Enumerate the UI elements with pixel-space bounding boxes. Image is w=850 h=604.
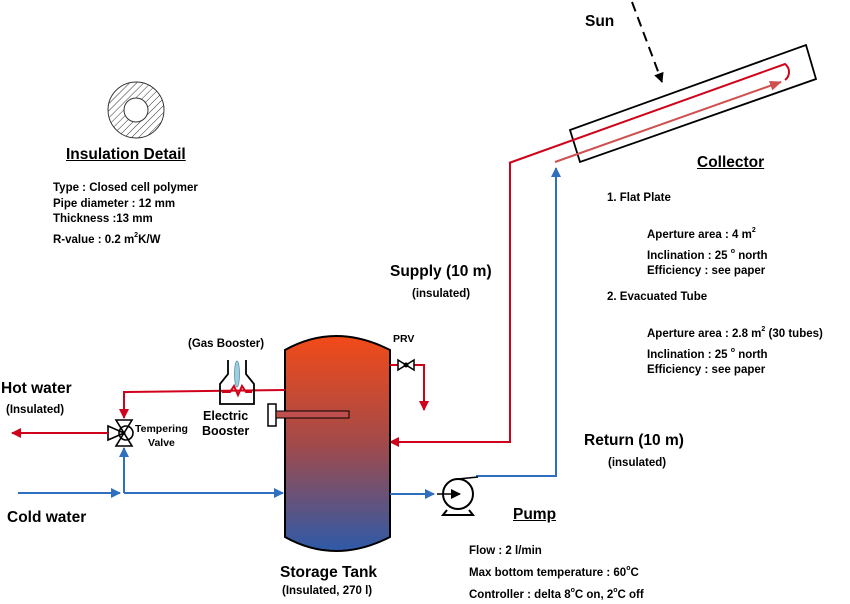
collector-option-specs: Aperture area : 2.8 m2 (30 tubes) Inclin… <box>647 326 823 376</box>
prv-label: PRV <box>393 333 415 345</box>
storage-tank-label: Storage Tank <box>280 564 378 581</box>
electric-heater-element <box>267 403 350 427</box>
pump-specs: Flow : 2 l/min Max bottom temperature : … <box>469 545 644 601</box>
insulation-title: Insulation Detail <box>66 146 186 163</box>
supply-label: Supply (10 m) <box>390 263 492 280</box>
hot-water-label: Hot water <box>1 380 72 397</box>
gas-electric-booster-icon[interactable] <box>219 360 255 405</box>
supply-pipe <box>389 163 511 447</box>
return-pipe <box>476 167 561 477</box>
return-note: (insulated) <box>608 457 667 469</box>
pump-icon[interactable] <box>437 476 479 516</box>
insulation-spec-line: R-value : 0.2 m2K/W <box>53 231 161 246</box>
collector-inlet-line <box>554 80 782 163</box>
insulation-specs: Type : Closed cell polymer Pipe diameter… <box>53 181 198 248</box>
insulation-spec-line: Type : Closed cell polymer <box>53 182 198 194</box>
tempering-valve-label: Tempering Valve <box>135 423 188 449</box>
cold-water-label: Cold water <box>7 509 87 526</box>
sun-ray-arrow <box>631 1 664 83</box>
hot-water-note: (Insulated) <box>6 404 65 416</box>
electric-booster-label: Electric Booster <box>202 409 250 438</box>
storage-tank[interactable] <box>284 335 391 552</box>
prv-valve-icon[interactable] <box>397 358 415 372</box>
pump-title: Pump <box>513 506 557 523</box>
insulation-cross-section-icon <box>107 81 165 139</box>
collector-option-heading: 2. Evacuated Tube <box>607 291 708 303</box>
sun-label: Sun <box>585 13 615 30</box>
collector-flow-path <box>508 62 790 164</box>
collector-option-heading: 1. Flat Plate <box>607 192 671 204</box>
insulation-spec-line: Pipe diameter : 12 mm <box>53 197 176 210</box>
collector-option-specs: Aperture area : 4 m2 Inclination : 25 o … <box>647 227 768 277</box>
tempering-valve-icon[interactable] <box>107 419 134 447</box>
supply-note: (insulated) <box>412 288 471 300</box>
insulation-spec-line: Thickness :13 mm <box>53 213 153 225</box>
prv-discharge-pipe <box>390 364 429 411</box>
storage-tank-note: (Insulated, 270 l) <box>282 585 373 597</box>
collector-title: Collector <box>697 154 765 171</box>
return-label: Return (10 m) <box>584 432 684 449</box>
gas-booster-label: (Gas Booster) <box>188 338 265 350</box>
